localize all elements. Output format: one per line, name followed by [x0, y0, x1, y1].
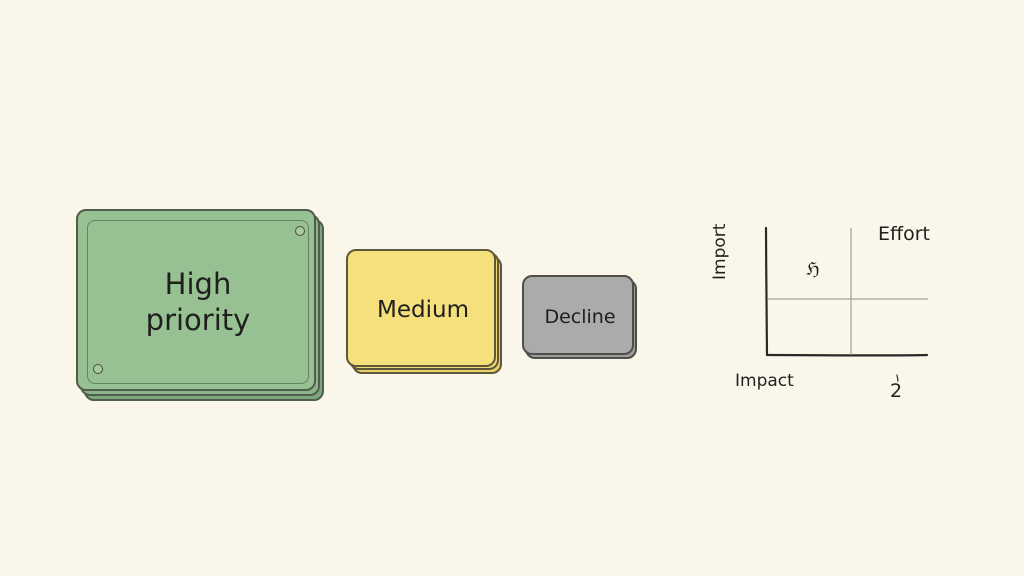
medium-label: Medium — [377, 297, 469, 323]
high-priority-card[interactable]: High priority — [76, 209, 328, 403]
impact-effort-matrix: Import Effort ℌ Impact 2 — [700, 200, 1000, 420]
pin-icon — [295, 226, 305, 236]
corner-number: 2 — [890, 380, 903, 402]
card-front-layer: Decline — [522, 275, 634, 355]
decline-card[interactable]: Decline — [522, 275, 640, 361]
medium-card[interactable]: Medium — [346, 249, 508, 377]
y-axis — [764, 226, 769, 357]
x-axis-label: Impact — [735, 371, 794, 391]
corner-tick — [896, 374, 899, 382]
y-axis-label: Import — [710, 223, 730, 280]
effort-label: Effort — [878, 223, 930, 245]
high-priority-label: High priority — [145, 266, 251, 337]
card-front-layer: Medium — [346, 249, 496, 367]
scribble-mark: ℌ — [806, 259, 820, 280]
matrix-axes — [764, 226, 929, 382]
decline-label: Decline — [544, 306, 616, 328]
card-inner-outline — [87, 220, 309, 384]
card-front-layer: High priority — [76, 209, 316, 391]
pin-icon — [93, 364, 103, 374]
